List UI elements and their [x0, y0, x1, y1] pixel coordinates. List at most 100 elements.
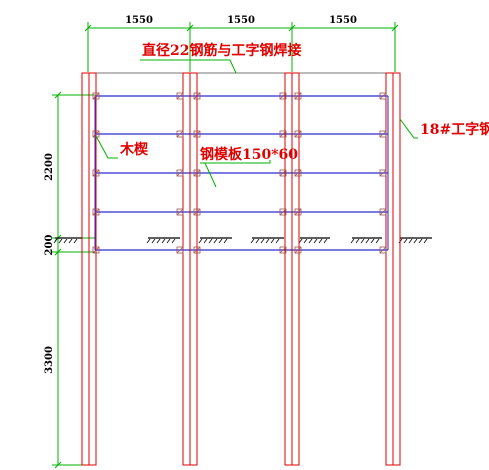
- hatch-stroke: [63, 238, 68, 244]
- wood-wedge: [294, 130, 302, 138]
- hatch-stroke: [260, 238, 265, 244]
- hatch-stroke: [418, 238, 423, 244]
- rebar-weld-label: 直径22钢筋与工字钢焊接: [142, 42, 301, 59]
- wood-wedge-hatch: [193, 169, 201, 177]
- wood-wedge-hatch: [294, 169, 302, 177]
- wood-wedge-label: 木楔: [119, 141, 148, 158]
- hatch-stroke: [166, 238, 171, 244]
- wood-wedge: [379, 130, 387, 138]
- wood-wedge-hatch: [92, 208, 100, 216]
- side-dimension-lower: 3300: [44, 346, 55, 374]
- hatch-stroke: [58, 238, 63, 244]
- wood-wedge: [176, 92, 184, 100]
- formwork-leader-h: [200, 160, 271, 164]
- wood-wedge-hatch: [193, 92, 201, 100]
- rebar-weld-leader: [140, 59, 237, 74]
- wood-wedge-hatch: [294, 130, 302, 138]
- top-dimension-1: 1550: [125, 15, 153, 26]
- hatch-stroke: [250, 238, 255, 244]
- hatch-stroke: [213, 238, 218, 244]
- hatch-stroke: [218, 238, 223, 244]
- hatch-stroke: [198, 238, 203, 244]
- wood-wedge-hatch: [92, 169, 100, 177]
- wood-wedge: [379, 169, 387, 177]
- i-beam-post: [385, 72, 401, 466]
- wood-wedge: [176, 169, 184, 177]
- wood-wedge: [279, 92, 287, 100]
- wood-wedge-hatch: [193, 208, 201, 216]
- hatch-stroke: [146, 238, 151, 244]
- dimension-tick: [54, 91, 62, 99]
- hatch-stroke: [53, 238, 58, 244]
- dimension-tick: [54, 248, 62, 256]
- hatch-stroke: [171, 238, 176, 244]
- dimension-tick: [54, 461, 62, 469]
- wood-wedge-hatch: [176, 130, 184, 138]
- wood-wedge-hatch: [176, 169, 184, 177]
- wood-wedge-hatch: [294, 92, 302, 100]
- hatch-stroke: [370, 238, 375, 244]
- wood-wedge: [193, 130, 201, 138]
- hatch-stroke: [275, 238, 280, 244]
- wood-wedge-hatch: [176, 208, 184, 216]
- callouts: [95, 59, 418, 188]
- wood-wedge: [92, 169, 100, 177]
- i-beam-post: [284, 72, 300, 466]
- wood-wedge: [176, 130, 184, 138]
- wood-wedge: [379, 208, 387, 216]
- wood-wedge: [193, 92, 201, 100]
- wood-wedge-hatch: [92, 246, 100, 254]
- hatch-stroke: [156, 238, 161, 244]
- i-beam-label: 18#工字钢: [420, 121, 489, 138]
- wood-wedge: [294, 246, 302, 254]
- wood-wedge: [379, 92, 387, 100]
- wood-wedge-hatch: [176, 92, 184, 100]
- wood-wedge: [176, 208, 184, 216]
- hatch-stroke: [375, 238, 380, 244]
- hatch-stroke: [203, 238, 208, 244]
- hatch-stroke: [355, 238, 360, 244]
- wood-wedge-hatch: [379, 208, 387, 216]
- wood-wedge: [294, 92, 302, 100]
- top-dimension-3: 1550: [329, 15, 357, 26]
- wood-wedge: [92, 246, 100, 254]
- hatch-stroke: [408, 238, 413, 244]
- i-beam-post: [81, 72, 97, 466]
- hatch-stroke: [318, 238, 323, 244]
- wood-wedge-hatch: [279, 169, 287, 177]
- dimension-tick: [288, 24, 296, 32]
- wood-wedge-hatch: [92, 130, 100, 138]
- ground-hatching: [53, 238, 428, 244]
- wood-wedge: [92, 92, 100, 100]
- dimension-tick: [391, 24, 399, 32]
- side-dimension-group: 2200 200 3300: [44, 91, 95, 469]
- dimension-tick: [84, 24, 92, 32]
- hatch-stroke: [270, 238, 275, 244]
- wood-wedges: [92, 92, 387, 254]
- wood-wedge: [379, 246, 387, 254]
- hatch-stroke: [68, 238, 73, 244]
- side-dimension-upper: 2200: [44, 153, 55, 181]
- wood-wedge: [176, 246, 184, 254]
- wood-wedge-hatch: [379, 246, 387, 254]
- hatch-stroke: [313, 238, 318, 244]
- wood-wedge: [193, 169, 201, 177]
- wood-wedge-hatch: [193, 130, 201, 138]
- wood-wedge-hatch: [379, 169, 387, 177]
- hatch-stroke: [265, 238, 270, 244]
- hatch-stroke: [423, 238, 428, 244]
- wood-wedge: [193, 246, 201, 254]
- hatch-stroke: [208, 238, 213, 244]
- ground-line: [53, 237, 432, 244]
- i-beam-leader: [399, 118, 418, 139]
- wood-wedge: [279, 130, 287, 138]
- steel-formwork-plates: [94, 95, 389, 251]
- steel-formwork-label: 钢模板150*60: [200, 146, 298, 163]
- hatch-stroke: [255, 238, 260, 244]
- hatch-stroke: [223, 238, 228, 244]
- formwork-leader: [204, 162, 217, 188]
- wood-wedge-hatch: [279, 246, 287, 254]
- wood-wedge: [279, 246, 287, 254]
- hatch-stroke: [161, 238, 166, 244]
